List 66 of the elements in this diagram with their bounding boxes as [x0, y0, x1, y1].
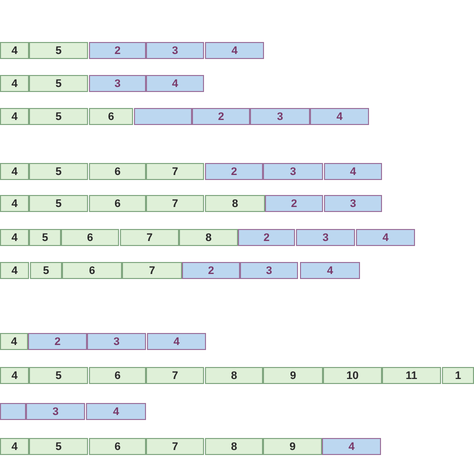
numbered-cell-bar: 4	[356, 229, 415, 246]
numbered-cell-bar: 3	[324, 195, 382, 212]
numbered-cell-bar: 4	[0, 108, 29, 125]
numbered-cell-bar: 2	[89, 42, 146, 59]
numbered-cell-bar: 3	[250, 108, 310, 125]
numbered-cell-bar: 4	[0, 438, 29, 455]
numbered-cell-bar: 4	[0, 42, 29, 59]
numbered-cell-bar: 9	[263, 438, 322, 455]
numbered-cell-bar: 2	[205, 163, 263, 180]
numbered-cell-bar: 6	[89, 163, 146, 180]
numbered-cell-bar: 4	[0, 367, 29, 384]
numbered-cell-bar: 10	[323, 367, 382, 384]
numbered-cell-bar: 4	[310, 108, 369, 125]
numbered-cell-bar: 6	[62, 262, 122, 279]
numbered-cell-bar: 6	[89, 195, 146, 212]
numbered-cell-bar: 6	[89, 108, 133, 125]
numbered-cell-bar: 2	[238, 229, 295, 246]
numbered-cell-bar: 4	[0, 75, 29, 92]
numbered-cell-bar: 3	[296, 229, 355, 246]
numbered-cell-bar: 8	[205, 367, 263, 384]
numbered-cell-bar: 3	[26, 403, 85, 420]
numbered-cell-bar: 6	[89, 367, 146, 384]
numbered-cell-bar: 7	[146, 195, 204, 212]
numbered-cell-bar: 2	[192, 108, 250, 125]
numbered-cell-bar: 7	[146, 163, 204, 180]
numbered-cell-bar: 3	[89, 75, 146, 92]
numbered-cell-bar: 4	[322, 438, 381, 455]
numbered-cell-bar: 3	[87, 333, 146, 350]
numbered-cell-bar: 5	[29, 42, 88, 59]
numbered-cell-bar: 4	[147, 333, 206, 350]
numbered-cell-bar: 4	[324, 163, 382, 180]
numbered-cell-bar: 3	[240, 262, 298, 279]
numbered-cell-bar: 5	[29, 163, 88, 180]
numbered-cell-bar: 5	[29, 108, 88, 125]
numbered-cell-bar: 1	[442, 367, 474, 384]
numbered-cell-bar: 4	[300, 262, 360, 279]
numbered-cell-bar: 5	[29, 195, 88, 212]
numbered-cell-bar: 7	[120, 229, 179, 246]
numbered-cell-bar: 11	[382, 367, 441, 384]
numbered-cell-bar: 3	[146, 42, 204, 59]
numbered-cell-bar: 7	[122, 262, 182, 279]
numbered-cell-bar: 8	[205, 438, 263, 455]
numbered-cell-bar: 9	[263, 367, 323, 384]
numbered-cell-bar: 8	[205, 195, 265, 212]
numbered-cell-bar: 4	[0, 163, 29, 180]
numbered-cell-bar: 3	[263, 163, 323, 180]
numbered-cell-bar: 5	[29, 438, 88, 455]
numbered-cell-bar: 8	[179, 229, 238, 246]
numbered-cell-bar: 4	[0, 229, 29, 246]
numbered-cell-bar: 5	[29, 229, 61, 246]
numbered-cell-bar: 6	[89, 438, 146, 455]
numbered-cell-bar: 2	[265, 195, 323, 212]
numbered-cell-bar: 4	[205, 42, 264, 59]
numbered-cell-bar: 4	[0, 195, 29, 212]
numbered-cell-bar: 5	[30, 262, 62, 279]
numbered-cell-bar: 2	[28, 333, 87, 350]
numbered-cell-bar: 7	[146, 367, 204, 384]
numbered-cell-bar: 5	[29, 75, 88, 92]
numbered-cell-bar: 4	[0, 262, 29, 279]
numbered-cell-bar: 4	[0, 333, 28, 350]
numbered-cell-bar: 6	[61, 229, 119, 246]
numbered-cell-bar: 4	[86, 403, 146, 420]
numbered-cell-bar: 2	[182, 262, 240, 279]
numbered-cell-bar: 5	[29, 367, 88, 384]
numbered-cell-bar: 4	[146, 75, 204, 92]
numbered-cell-bar: 7	[146, 438, 204, 455]
